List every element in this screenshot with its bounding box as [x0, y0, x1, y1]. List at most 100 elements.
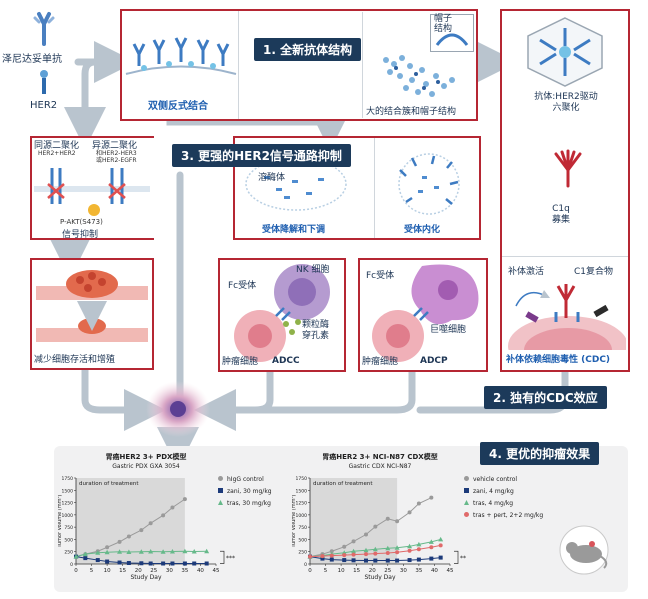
legend-marker — [464, 500, 469, 505]
data-point — [385, 516, 390, 521]
data-point — [416, 557, 421, 562]
chart-title: 胃癌HER2 3+ PDX模型 — [106, 452, 187, 461]
pakt-label: P-AKT(S473) — [60, 218, 103, 226]
data-point — [105, 545, 110, 550]
x-tick-label: 25 — [150, 568, 157, 574]
signal-inhibition-label: 信号抑制 — [62, 230, 99, 240]
treatment-window — [76, 478, 185, 564]
data-point — [351, 558, 356, 563]
hexamer-illustration — [527, 17, 603, 87]
internalization-label: 受体内化 — [404, 225, 441, 235]
legend-marker — [464, 488, 469, 493]
data-point — [148, 521, 153, 526]
legend-marker — [218, 500, 223, 505]
data-point — [407, 543, 413, 549]
data-point — [105, 559, 110, 564]
y-tick-label: 1750 — [296, 476, 308, 482]
significance-label: ** — [460, 555, 466, 562]
proliferation-illustration — [36, 270, 148, 342]
data-point — [373, 558, 378, 563]
divider — [374, 138, 375, 238]
x-tick-label: 10 — [104, 568, 111, 574]
divider — [238, 11, 239, 119]
data-point — [372, 546, 378, 552]
chart-cdx: 胃癌HER2 3+ NCI-N87 CDX模型 Gastric CDX NCI-N… — [292, 452, 543, 581]
tumor-cell-adcc-label: 肿瘤细胞 — [222, 357, 259, 367]
homodimer-label: 同源二聚化 — [34, 141, 80, 151]
data-point — [73, 554, 79, 559]
y-tick-label: 1000 — [296, 513, 308, 519]
cdc-illustration — [508, 284, 626, 350]
x-tick-label: 30 — [400, 568, 407, 574]
cdc-panel — [502, 256, 628, 371]
data-point — [117, 560, 122, 565]
data-point — [320, 554, 325, 559]
legend-marker — [464, 476, 469, 481]
y-tick-label: 1750 — [62, 476, 74, 482]
x-tick-label: 20 — [369, 568, 376, 574]
data-point — [429, 545, 434, 550]
data-point — [169, 548, 175, 554]
lysosome-illustration — [245, 157, 347, 211]
data-point — [329, 553, 334, 558]
x-tick-label: 30 — [166, 568, 173, 574]
data-point — [416, 547, 421, 552]
treatment-label: duration of treatment — [79, 481, 139, 487]
data-point — [342, 544, 347, 549]
heterodimer-label: 异源二聚化 — [92, 141, 138, 151]
data-point — [351, 548, 357, 554]
legend-label: zani, 4 mg/kg — [473, 488, 514, 495]
cap-structure-label: 帽子 结构 — [434, 14, 453, 34]
data-point — [329, 549, 334, 554]
drug-name: 泽尼达妥单抗 — [2, 54, 62, 65]
x-tick-label: 25 — [384, 568, 391, 574]
data-point — [104, 549, 110, 555]
data-point — [191, 548, 197, 554]
data-point — [161, 513, 166, 518]
x-tick-label: 15 — [353, 568, 360, 574]
legend: 泽尼达妥单抗 HER2 — [2, 10, 84, 120]
cluster-illustration — [383, 55, 455, 97]
data-point — [342, 553, 347, 558]
chart-subtitle: Gastric CDX NCI-N87 — [349, 463, 412, 470]
fc-receptor-adcp-label: Fc受体 — [366, 271, 395, 281]
data-point — [407, 548, 412, 553]
data-point — [407, 558, 412, 563]
biparatopic-label: 双侧反式结合 — [148, 101, 208, 112]
legend-marker — [218, 476, 223, 481]
data-point — [438, 543, 443, 548]
homodimer-sub-label: HER2+HER2 — [38, 150, 76, 157]
data-point — [385, 545, 391, 551]
data-point — [139, 528, 144, 533]
y-tick-label: 250 — [298, 550, 307, 556]
x-tick-label: 0 — [308, 568, 312, 574]
data-point — [308, 554, 312, 559]
x-axis-label: Study Day — [130, 574, 162, 581]
section-2-banner: 2. 独有的CDC效应 — [484, 386, 607, 409]
x-tick-label: 10 — [338, 568, 345, 574]
legend-label: tras + pert, 2+2 mg/kg — [473, 512, 543, 519]
chart-title: 胃癌HER2 3+ NCI-N87 CDX模型 — [322, 452, 437, 461]
y-tick-label: 500 — [64, 537, 73, 543]
c1q-label: C1q 募集 — [552, 204, 571, 225]
legend-marker — [218, 488, 223, 493]
significance-label: *** — [226, 555, 235, 562]
x-tick-label: 20 — [135, 568, 142, 574]
data-point — [204, 548, 210, 554]
arrow-prolif-to-tumor — [81, 366, 166, 431]
y-tick-label: 750 — [298, 525, 307, 531]
data-point — [395, 519, 400, 524]
x-tick-label: 35 — [181, 568, 188, 574]
degradation-label: 受体降解和下调 — [262, 225, 326, 235]
antibody-icon — [33, 12, 55, 46]
data-point — [351, 552, 356, 557]
section-3-banner: 3. 更强的HER2信号通路抑制 — [172, 144, 351, 167]
data-point — [170, 561, 175, 566]
x-tick-label: 15 — [119, 568, 126, 574]
data-point — [320, 556, 325, 561]
arrow-adcp-to-tumor — [216, 368, 416, 414]
granzyme-label: 颗粒酶 穿孔素 — [302, 320, 330, 341]
tumor-cell-adcp-label: 肿瘤细胞 — [362, 357, 399, 367]
data-point — [160, 549, 166, 554]
